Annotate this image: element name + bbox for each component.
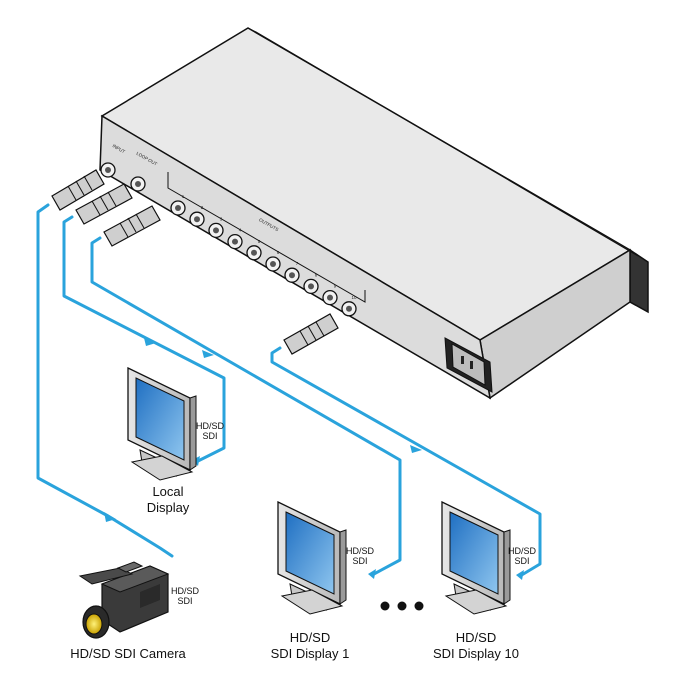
output-port-number: 9 (334, 284, 337, 289)
local-display-caption-line1: Local (152, 484, 183, 499)
output-bnc-port[interactable] (170, 200, 186, 216)
local-cable-label-line1: HD/SD (196, 421, 225, 431)
output-port-number: 8 (315, 272, 318, 277)
output-bnc-port[interactable] (208, 222, 224, 239)
loop-out-bnc-port[interactable] (130, 176, 146, 192)
output-bnc-port[interactable] (246, 245, 262, 261)
output-bnc-port[interactable] (284, 267, 300, 283)
display-1-monitor (277, 500, 347, 615)
display-10-cable-label-line2: SDI (514, 556, 529, 566)
display-10-caption-line2: SDI Display 10 (433, 646, 519, 661)
output-ports: 1 2 3 4 5 6 7 8 9 10 (170, 194, 357, 317)
bnc-plug (283, 313, 339, 355)
display-1-cable (90, 236, 402, 579)
sdi-camera (78, 561, 170, 639)
output-port-number: 1 (182, 194, 185, 199)
bnc-plug (103, 205, 161, 247)
camera-caption: HD/SD SDI Camera (70, 646, 186, 661)
output-bnc-port[interactable] (303, 278, 319, 295)
output-bnc-port[interactable] (322, 289, 338, 306)
display-1-cable-label-line2: SDI (352, 556, 367, 566)
output-bnc-port[interactable] (265, 256, 281, 272)
input-bnc-port[interactable] (100, 162, 116, 178)
output-port-number: 2 (201, 205, 204, 210)
output-port-number: 10 (351, 295, 357, 300)
display-1-caption-line2: SDI Display 1 (271, 646, 350, 661)
distribution-amplifier-chassis (99, 27, 649, 400)
display-1-cable-label-line1: HD/SD (346, 546, 375, 556)
output-port-number: 6 (277, 250, 280, 255)
local-cable-label-line2: SDI (202, 431, 217, 441)
camera-cable-label-line2: SDI (177, 596, 192, 606)
camera-cable (36, 203, 174, 558)
camera-cable-label-line1: HD/SD (171, 586, 200, 596)
output-port-number: 4 (239, 228, 242, 233)
output-bnc-port[interactable] (189, 211, 205, 227)
bnc-plug (75, 183, 133, 225)
display-10-caption-line1: HD/SD (456, 630, 496, 645)
display-1-caption-line1: HD/SD (290, 630, 330, 645)
display-10-cable-label-line1: HD/SD (508, 546, 537, 556)
output-bnc-port[interactable] (227, 233, 243, 250)
local-display-caption-line2: Display (147, 500, 190, 515)
more-displays-ellipsis (380, 601, 424, 611)
output-port-number: 7 (296, 261, 299, 266)
display-10-monitor (441, 500, 511, 615)
display-10-cable (270, 346, 542, 580)
output-bnc-port[interactable] (341, 301, 357, 317)
output-port-number: 3 (220, 216, 223, 221)
local-display-monitor (127, 366, 197, 481)
output-port-number: 5 (258, 239, 261, 244)
power-socket[interactable] (444, 337, 493, 393)
input-port-label: INPUT (112, 143, 126, 154)
bnc-plug (51, 169, 105, 211)
